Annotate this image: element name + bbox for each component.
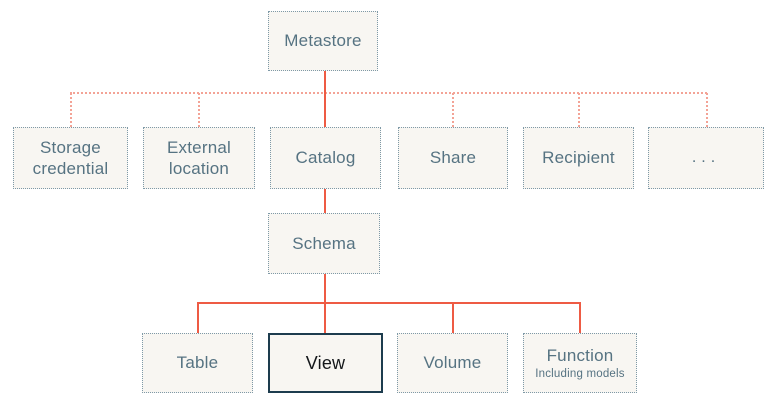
node-recipient: Recipient bbox=[523, 127, 634, 189]
node-schema: Schema bbox=[268, 213, 380, 274]
node-volume-label: Volume bbox=[423, 353, 482, 373]
node-external-location: External location bbox=[143, 127, 255, 189]
connector-schema-table bbox=[197, 303, 199, 333]
connector-schema-volume bbox=[452, 303, 454, 333]
node-share: Share bbox=[398, 127, 508, 189]
node-storage-credential: Storage credential bbox=[13, 127, 128, 189]
node-view-label: View bbox=[305, 352, 346, 373]
connector-dotted-more bbox=[706, 93, 708, 127]
node-storage-credential-label: Storage credential bbox=[32, 137, 109, 178]
connector-catalog-schema bbox=[324, 189, 326, 213]
connector-schema-function bbox=[579, 303, 581, 333]
connector-dotted-external-location bbox=[198, 93, 200, 127]
node-metastore: Metastore bbox=[268, 11, 378, 71]
connector-solid-horizontal bbox=[197, 302, 581, 304]
node-recipient-label: Recipient bbox=[542, 148, 615, 168]
connector-schema-view bbox=[324, 274, 326, 335]
node-catalog: Catalog bbox=[270, 127, 381, 189]
node-function-sublabel: Including models bbox=[535, 367, 625, 380]
node-function-label: Function bbox=[546, 346, 614, 366]
node-share-label: Share bbox=[429, 148, 477, 168]
node-function: Function Including models bbox=[523, 333, 637, 393]
connector-dotted-share bbox=[452, 93, 454, 127]
node-more-label: ... bbox=[691, 149, 721, 166]
node-catalog-label: Catalog bbox=[295, 148, 356, 168]
connector-dotted-horizontal bbox=[70, 92, 707, 94]
node-volume: Volume bbox=[397, 333, 508, 393]
connector-dotted-storage-credential bbox=[70, 93, 72, 127]
node-view: View bbox=[268, 333, 383, 393]
node-more: ... bbox=[648, 127, 764, 189]
node-schema-label: Schema bbox=[292, 233, 356, 253]
node-metastore-label: Metastore bbox=[284, 31, 362, 51]
connector-metastore-catalog bbox=[324, 71, 326, 128]
connector-dotted-recipient bbox=[578, 93, 580, 127]
node-table: Table bbox=[142, 333, 253, 393]
node-external-location-label: External location bbox=[167, 137, 231, 178]
node-table-label: Table bbox=[176, 353, 219, 373]
